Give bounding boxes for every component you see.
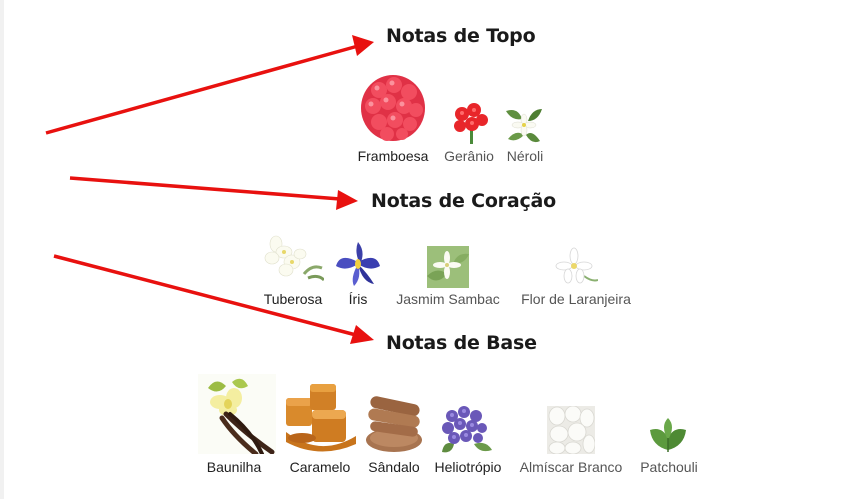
- caramel-icon: [286, 384, 356, 452]
- top-notes-heading: Notas de Topo: [386, 25, 536, 47]
- note-patchouli: Patchouli: [632, 372, 706, 478]
- jasmine-icon: [427, 246, 469, 288]
- base-notes-heading: Notas de Base: [386, 332, 537, 354]
- iris-icon: [336, 242, 380, 286]
- note-jasmim-sambac: Jasmim Sambac: [386, 232, 510, 312]
- note-tuberosa: Tuberosa: [256, 232, 330, 312]
- note-label: Íris: [348, 291, 368, 307]
- page-left-border: [0, 0, 4, 499]
- note-flor-de-laranjeira: Flor de Laranjeira: [510, 232, 642, 312]
- note-label: Tuberosa: [263, 291, 323, 307]
- note-label: Baunilha: [206, 459, 262, 475]
- heliotrope-icon: [442, 406, 492, 453]
- note-almiscar-branco: Almíscar Branco: [510, 372, 632, 478]
- raspberry-icon: [361, 75, 425, 141]
- note-label: Sândalo: [368, 459, 420, 475]
- vanilla-icon: [198, 374, 276, 454]
- note-geranio: Gerânio: [438, 100, 500, 170]
- note-sandalo: Sândalo: [362, 372, 426, 478]
- note-iris: Íris: [330, 232, 386, 312]
- note-label: Gerânio: [444, 148, 494, 164]
- white-musk-icon: [547, 406, 595, 454]
- arrow-to-heart-notes: [69, 176, 358, 210]
- note-heliotropio: Heliotrópio: [426, 372, 510, 478]
- neroli-icon: [504, 105, 544, 145]
- note-label: Jasmim Sambac: [396, 291, 500, 307]
- tuberose-icon: [264, 235, 324, 282]
- note-label: Heliotrópio: [434, 459, 502, 475]
- geranium-icon: [454, 103, 488, 144]
- note-label: Flor de Laranjeira: [521, 291, 631, 307]
- note-label: Néroli: [506, 148, 544, 164]
- note-baunilha: Baunilha: [198, 372, 278, 478]
- note-caramelo: Caramelo: [278, 372, 362, 478]
- note-neroli: Néroli: [498, 100, 552, 170]
- heart-notes-heading: Notas de Coração: [371, 190, 557, 212]
- note-label: Almíscar Branco: [519, 459, 623, 475]
- arrow-to-top-notes: [45, 35, 374, 135]
- orange-blossom-icon: [555, 247, 598, 284]
- note-label: Patchouli: [640, 459, 698, 475]
- patchouli-icon: [650, 418, 686, 452]
- note-label: Framboesa: [357, 148, 429, 164]
- note-framboesa: Framboesa: [350, 70, 440, 170]
- arrow-to-base-notes: [53, 254, 374, 344]
- sandalwood-icon: [366, 396, 422, 452]
- note-label: Caramelo: [289, 459, 351, 475]
